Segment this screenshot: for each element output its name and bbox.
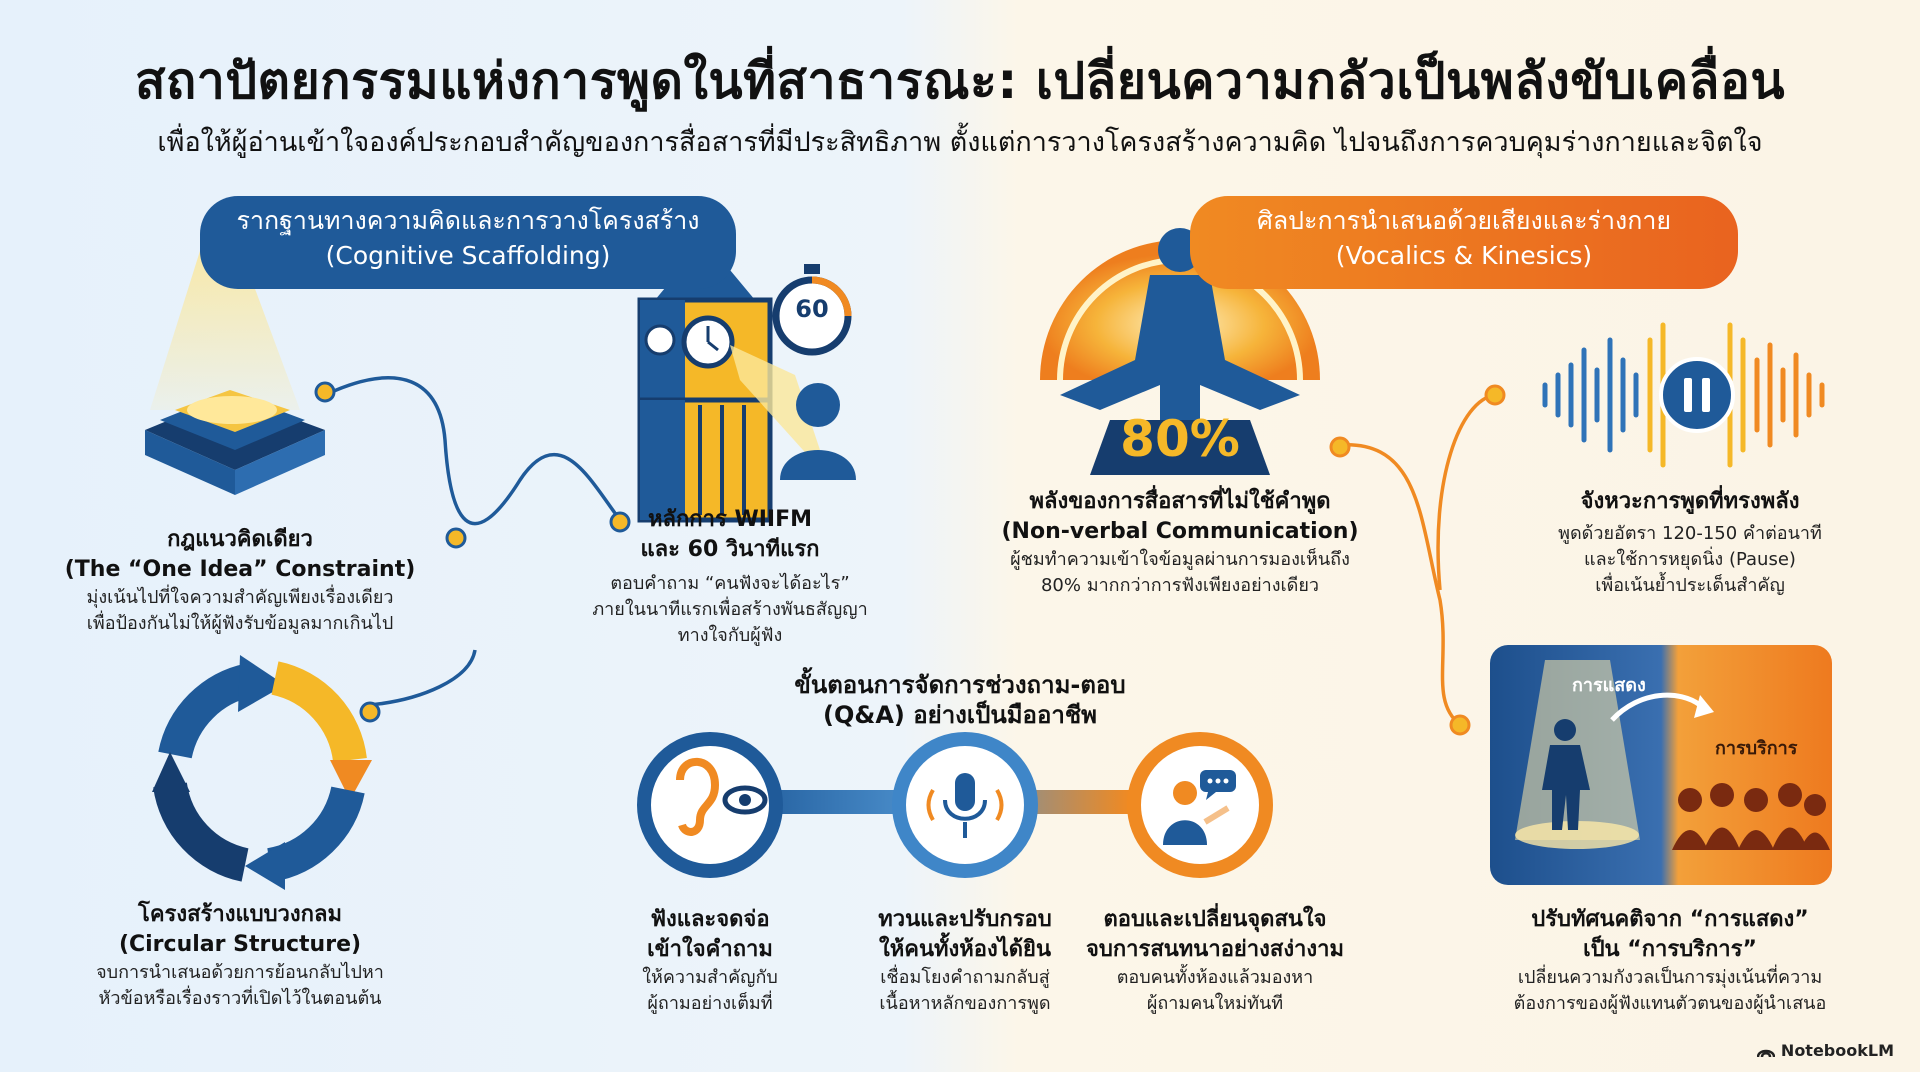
person-icon bbox=[780, 383, 856, 480]
mindset-title: ปรับทัศนคติจาก “การแสดง” bbox=[1531, 907, 1809, 932]
qa-step-1: ฟังและจดจ่อ เข้าใจคำถาม ให้ความสำคัญกับ … bbox=[590, 905, 830, 1017]
mindset-desc: เปลี่ยนความกังวลเป็นการมุ่งเน้นที่ความ bbox=[1517, 967, 1823, 988]
timer-label: 60 bbox=[795, 295, 829, 323]
circular-title-en: (Circular Structure) bbox=[118, 932, 362, 957]
wiifm-desc: ทางใจกับผู้ฟัง bbox=[677, 625, 783, 646]
ear-eye-icon bbox=[676, 757, 768, 836]
section-header-cognitive: รากฐานทางความคิดและการวางโครงสร้าง (Cogn… bbox=[200, 196, 736, 289]
mindset-title: เป็น “การบริการ” bbox=[1583, 937, 1757, 962]
sound-wave-pause-icon bbox=[1542, 322, 1825, 468]
qa-step-title: จบการสนทนาอย่างสง่างาม bbox=[1085, 937, 1345, 962]
circular-title: โครงสร้างแบบวงกลม bbox=[138, 902, 342, 927]
label-show: การแสดง bbox=[1572, 675, 1646, 696]
wiifm-desc: ตอบคำถาม “คนฟังจะได้อะไร” bbox=[610, 573, 850, 594]
qa-heading-line: (Q&A) อย่างเป็นมืออาชีพ bbox=[823, 701, 1097, 729]
qa-step-3: ตอบและเปลี่ยนจุดสนใจ จบการสนทนาอย่างสง่า… bbox=[1070, 905, 1360, 1017]
section-header-subtitle: (Vocalics & Kinesics) bbox=[1335, 241, 1593, 270]
page-subtitle: เพื่อให้ผู้อ่านเข้าใจองค์ประกอบสำคัญของก… bbox=[157, 127, 1763, 158]
nonverbal-desc: ผู้ชมทำความเข้าใจข้อมูลผ่านการมองเห็นถึง bbox=[1010, 549, 1350, 570]
pace-desc: เพื่อเน้นย้ำประเด็นสำคัญ bbox=[1595, 575, 1785, 596]
circular-block: โครงสร้างแบบวงกลม (Circular Structure) จ… bbox=[40, 900, 440, 1012]
circular-desc: หัวข้อหรือเรื่องราวที่เปิดไว้ในตอนต้น bbox=[98, 988, 382, 1009]
qa-step-desc: ผู้ถามอย่างเต็มที่ bbox=[647, 993, 773, 1014]
one-idea-title-en: (The “One Idea” Constraint) bbox=[64, 557, 416, 582]
qa-chain bbox=[637, 732, 1273, 878]
notebooklm-logo: NotebookLM bbox=[1756, 1041, 1894, 1060]
label-service: การบริการ bbox=[1715, 738, 1798, 759]
mindset-desc: ต้องการของผู้ฟังแทนตัวตนของผู้นำเสนอ bbox=[1513, 993, 1827, 1014]
notebooklm-logo-icon bbox=[1756, 1049, 1775, 1057]
spotlight-platform-icon bbox=[145, 222, 325, 495]
qa-heading: ขั้นตอนการจัดการช่วงถาม-ตอบ (Q&A) อย่างเ… bbox=[710, 670, 1210, 730]
one-idea-block: กฎแนวคิดเดียว (The “One Idea” Constraint… bbox=[40, 525, 440, 637]
nonverbal-desc: 80% มากกว่าการฟังเพียงอย่างเดียว bbox=[1040, 575, 1320, 596]
stage-audience-panel bbox=[1490, 645, 1832, 885]
nonverbal-block: พลังของการสื่อสารที่ไม่ใช้คำพูด (Non-ver… bbox=[980, 487, 1380, 599]
section-header-subtitle: (Cognitive Scaffolding) bbox=[325, 241, 611, 270]
qa-step-title: ฟังและจดจ่อ bbox=[650, 907, 770, 932]
circular-arrows-icon bbox=[152, 655, 372, 890]
nonverbal-title-en: (Non-verbal Communication) bbox=[1001, 519, 1359, 544]
mindset-block: ปรับทัศนคติจาก “การแสดง” เป็น “การบริการ… bbox=[1470, 905, 1870, 1017]
qa-step-title: ให้คนทั้งห้องได้ยิน bbox=[879, 937, 1051, 962]
wiifm-block: หลักการ WIIFM และ 60 วินาทีแรก ตอบคำถาม … bbox=[560, 505, 900, 649]
nonverbal-title: พลังของการสื่อสารที่ไม่ใช้คำพูด bbox=[1029, 489, 1331, 514]
qa-step-title: เข้าใจคำถาม bbox=[647, 937, 773, 962]
one-idea-desc: เพื่อป้องกันไม่ให้ผู้ฟังรับข้อมูลมากเกิน… bbox=[86, 613, 394, 634]
qa-step-desc: ผู้ถามคนใหม่ทันที bbox=[1146, 993, 1284, 1014]
one-idea-title: กฎแนวคิดเดียว bbox=[167, 527, 313, 552]
nonverbal-percent: 80% bbox=[1120, 410, 1240, 468]
qa-heading-line: ขั้นตอนการจัดการช่วงถาม-ตอบ bbox=[794, 671, 1126, 699]
wiifm-desc: ภายในนาทีแรกเพื่อสร้างพันธสัญญา bbox=[592, 599, 868, 620]
one-idea-desc: มุ่งเน้นไปที่ใจความสำคัญเพียงเรื่องเดียว bbox=[86, 587, 394, 608]
stopwatch-icon bbox=[772, 264, 852, 356]
qa-step-2: ทวนและปรับกรอบ ให้คนทั้งห้องได้ยิน เชื่อ… bbox=[840, 905, 1090, 1017]
wiifm-title: และ 60 วินาทีแรก bbox=[640, 537, 820, 562]
pace-block: จังหวะการพูดที่ทรงพลัง พูดด้วยอัตรา 120-… bbox=[1520, 487, 1860, 599]
connector-line bbox=[324, 376, 622, 526]
circular-desc: จบการนำเสนอด้วยการย้อนกลับไปหา bbox=[96, 962, 384, 983]
section-header-title: ศิลปะการนำเสนอด้วยเสียงและร่างกาย bbox=[1256, 206, 1672, 235]
section-header-title: รากฐานทางความคิดและการวางโครงสร้าง bbox=[236, 206, 700, 235]
qa-step-title: ตอบและเปลี่ยนจุดสนใจ bbox=[1103, 907, 1327, 932]
qa-step-title: ทวนและปรับกรอบ bbox=[878, 907, 1052, 932]
pace-title: จังหวะการพูดที่ทรงพลัง bbox=[1580, 489, 1800, 514]
qa-step-desc: เนื้อหาหลักของการพูด bbox=[879, 993, 1051, 1014]
microphone-icon bbox=[926, 773, 1004, 838]
page-title: สถาปัตยกรรมแห่งการพูดในที่สาธารณะ: เปลี่… bbox=[134, 52, 1786, 110]
pace-desc: พูดด้วยอัตรา 120-150 คำต่อนาที bbox=[1558, 523, 1822, 544]
qa-step-desc: ให้ความสำคัญกับ bbox=[642, 967, 778, 988]
speaker-chat-icon bbox=[1163, 770, 1236, 845]
qa-step-desc: เชื่อมโยงคำถามกลับสู่ bbox=[880, 967, 1050, 988]
pace-desc: และใช้การหยุดนิ่ง (Pause) bbox=[1584, 549, 1796, 570]
wiifm-title: หลักการ WIIFM bbox=[647, 507, 812, 532]
brand-name: NotebookLM bbox=[1780, 1041, 1894, 1060]
qa-step-desc: ตอบคนทั้งห้องแล้วมองหา bbox=[1116, 967, 1314, 988]
section-header-vocalics: ศิลปะการนำเสนอด้วยเสียงและร่างกาย (Vocal… bbox=[1190, 196, 1738, 289]
